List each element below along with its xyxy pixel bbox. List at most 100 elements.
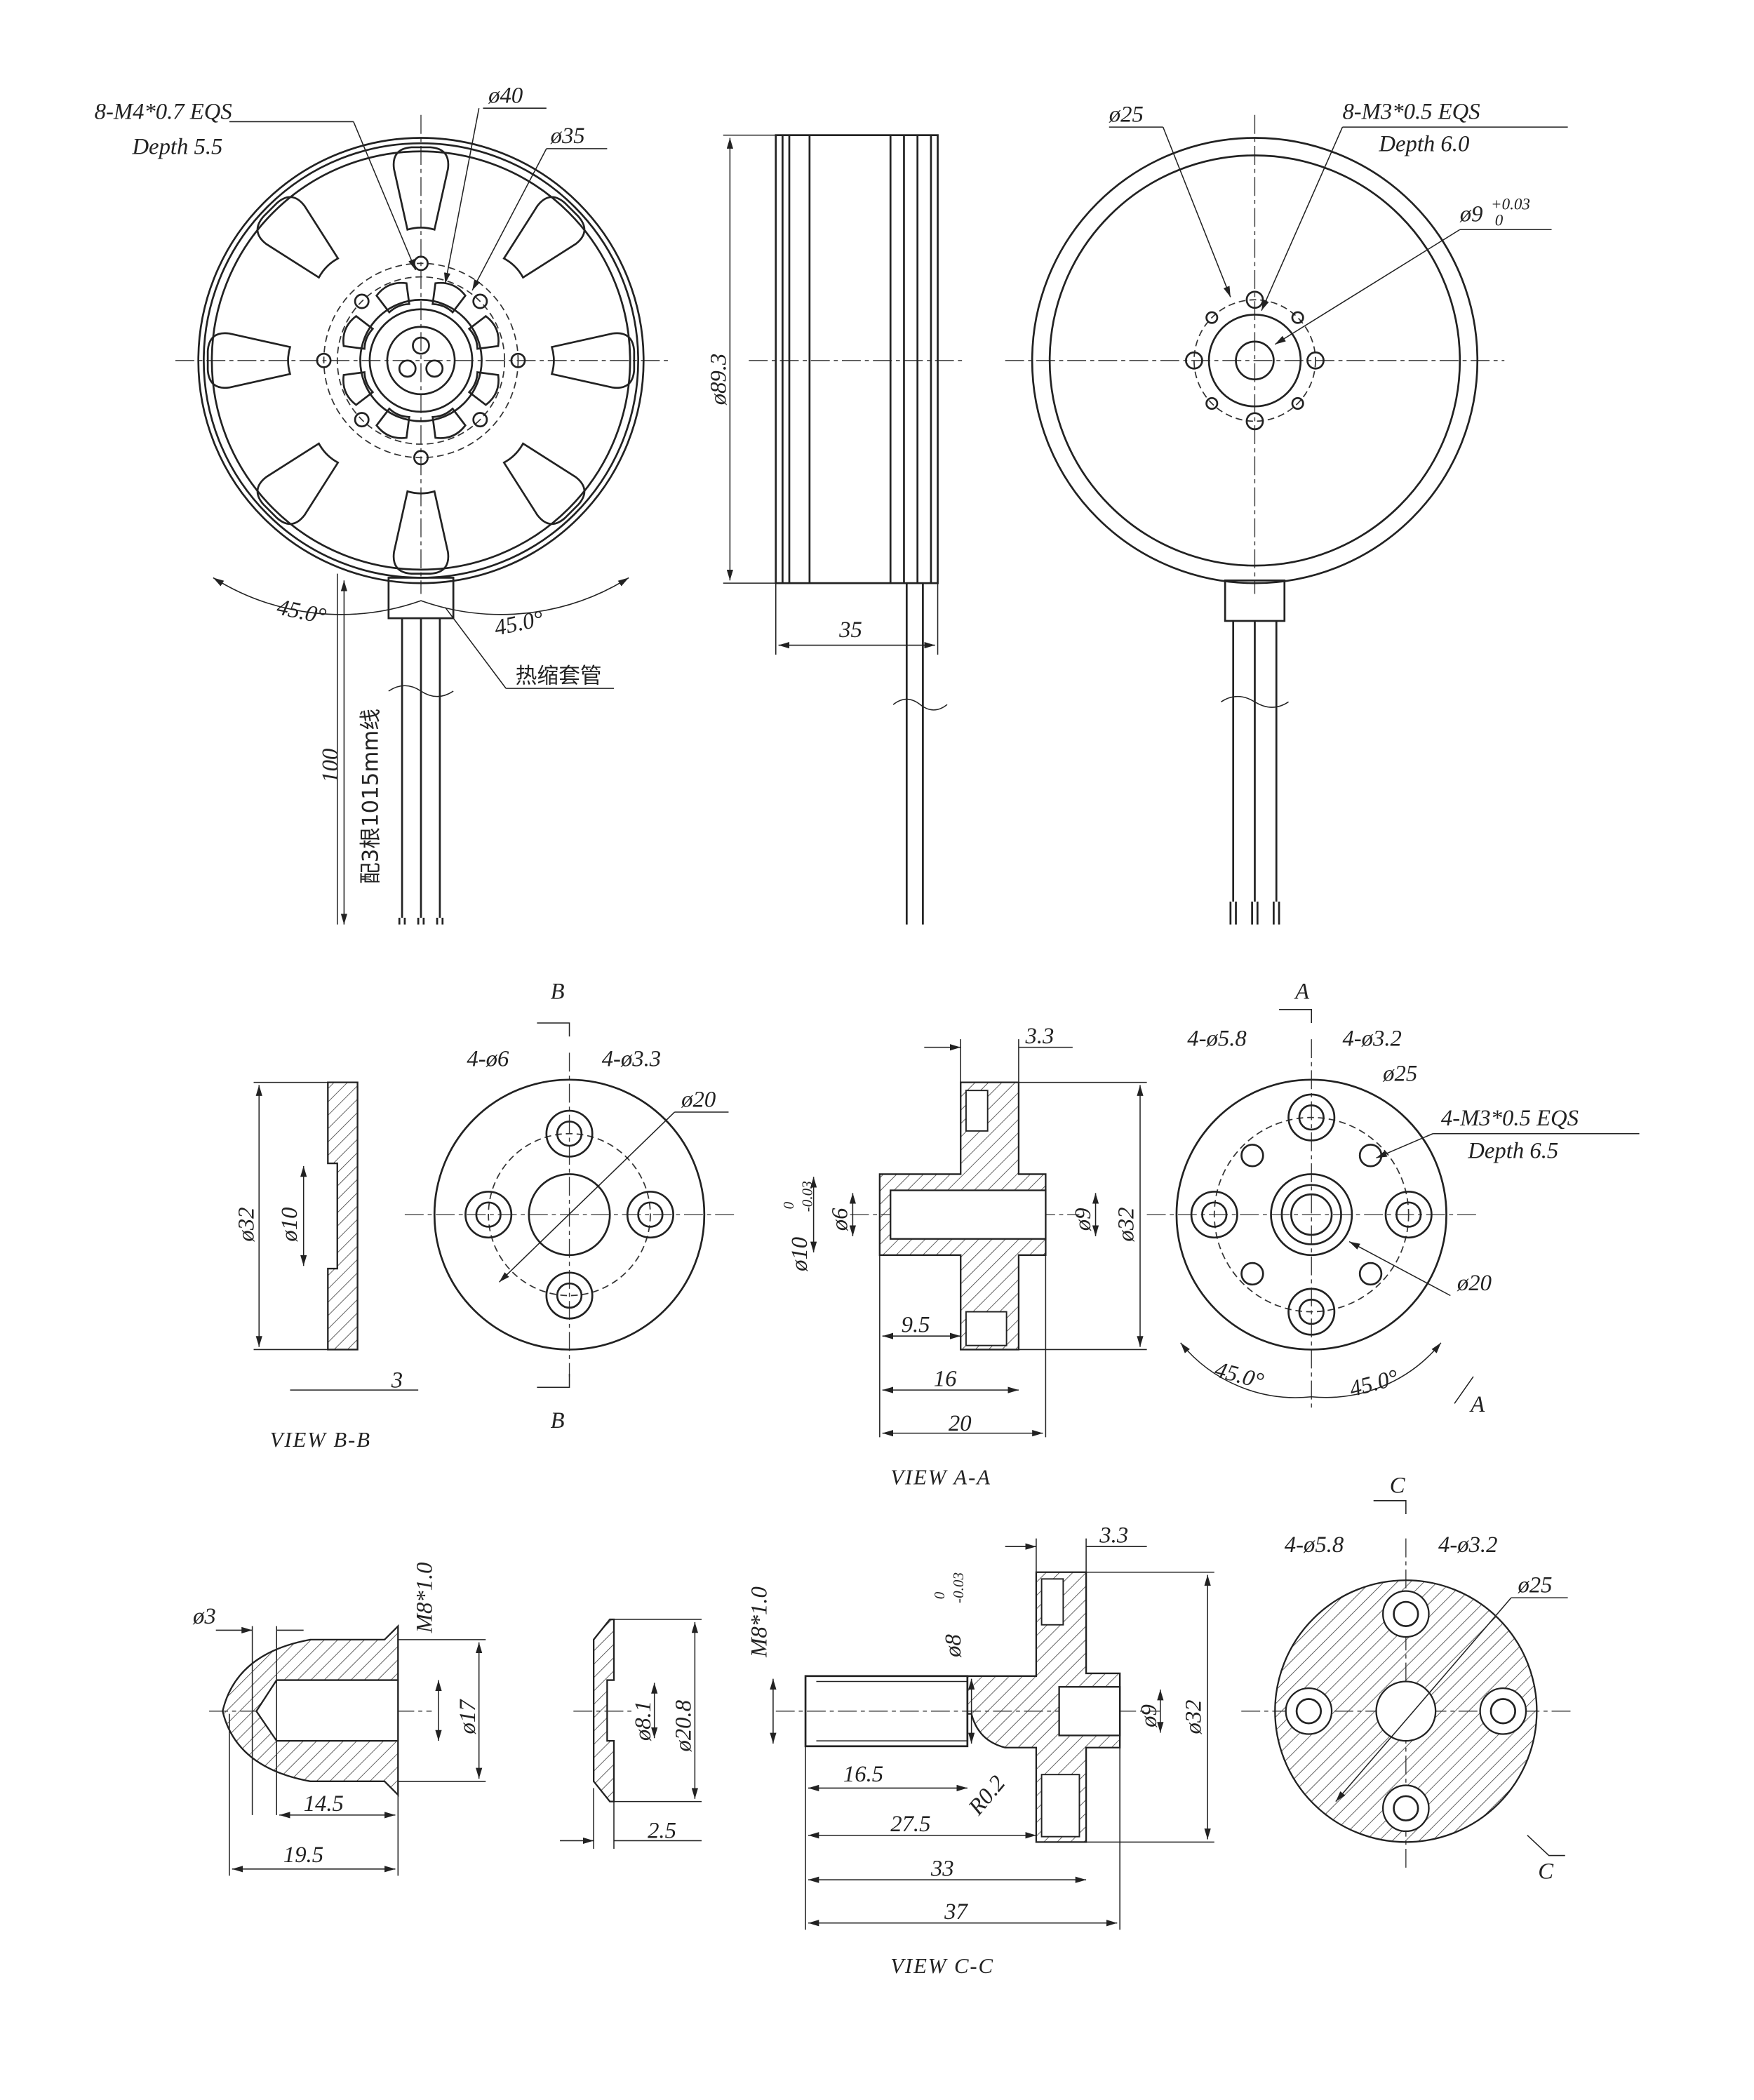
spoke-window bbox=[502, 196, 586, 279]
mount-hole bbox=[316, 352, 332, 368]
through-hole bbox=[1298, 1298, 1325, 1325]
hub-pocket bbox=[342, 314, 375, 350]
cc-diameter: ø32 bbox=[1181, 1699, 1207, 1734]
bb-title: VIEW B-B bbox=[270, 1428, 371, 1452]
mount-hole bbox=[1291, 311, 1304, 324]
counterbore-hole bbox=[545, 1109, 594, 1158]
aa-thread: 4-M3*0.5 EQS bbox=[1441, 1106, 1579, 1131]
washer: ø8.1 ø20.8 2.5 bbox=[560, 1618, 702, 1849]
washer-bore: ø8.1 bbox=[631, 1701, 656, 1741]
front-view: 8-M4*0.7 EQS Depth 5.5 ø40 ø35 45.0° 45.… bbox=[95, 83, 668, 925]
side-view: ø89.3 35 bbox=[707, 134, 965, 925]
cc-shaft-dia: ø8 bbox=[941, 1634, 966, 1658]
rear-thread: 8-M3*0.5 EQS bbox=[1342, 100, 1480, 125]
bb-section-bottom: B bbox=[551, 1408, 565, 1433]
rear-bore: ø9 bbox=[1459, 202, 1483, 227]
aa-pcd: ø25 bbox=[1382, 1062, 1417, 1087]
hub-pocket bbox=[431, 281, 467, 314]
view-aa: 3.3 ø10 0 -0.03 ø6 ø9 ø32 9.5 16 20 VIEW… bbox=[780, 979, 1640, 1490]
heat-shrink-label: 热缩套管 bbox=[516, 663, 602, 688]
hub-pocket bbox=[467, 314, 500, 350]
cc-radius: R0.2 bbox=[963, 1771, 1010, 1821]
cc-section-top: C bbox=[1390, 1473, 1406, 1498]
cc-counterbore: 4-ø5.8 bbox=[1285, 1532, 1344, 1558]
cc-thread: M8*1.0 bbox=[747, 1586, 772, 1658]
front-dia35: ø35 bbox=[550, 123, 585, 149]
mount-hole bbox=[413, 450, 429, 466]
through-hole bbox=[1298, 1104, 1325, 1131]
counterbore-hole bbox=[1384, 1191, 1433, 1239]
aa-counterbore: 4-ø5.8 bbox=[1187, 1026, 1246, 1052]
spoke-window bbox=[550, 332, 636, 389]
bb-pcd: ø20 bbox=[681, 1087, 716, 1112]
counterbore-hole bbox=[1285, 1687, 1333, 1735]
thread-hole bbox=[1240, 1144, 1264, 1168]
through-hole bbox=[1295, 1698, 1323, 1725]
hub-pocket bbox=[375, 407, 410, 439]
rear-view: ø25 8-M3*0.5 EQS Depth 6.0 ø9 +0.03 0 bbox=[1005, 100, 1568, 925]
cc-hole: 4-ø3.2 bbox=[1438, 1532, 1497, 1558]
aa-shaft-tol-lower: -0.03 bbox=[799, 1181, 816, 1212]
wire-spec: 配3根1015mm线 bbox=[358, 709, 383, 884]
hub-pocket bbox=[375, 281, 410, 314]
mount-hole bbox=[1185, 351, 1203, 370]
aa-title: VIEW A-A bbox=[890, 1466, 991, 1490]
thread-hole bbox=[1358, 1262, 1383, 1286]
through-hole bbox=[1489, 1698, 1516, 1725]
mount-hole bbox=[472, 293, 488, 309]
aa-flange-thk: 3.3 bbox=[1025, 1024, 1055, 1049]
mount-hole bbox=[354, 412, 370, 428]
nut-diameter: ø17 bbox=[455, 1699, 481, 1735]
counterbore-hole bbox=[545, 1271, 594, 1320]
rear-pcd: ø25 bbox=[1109, 102, 1144, 127]
spoke-window bbox=[206, 332, 292, 389]
counterbore-hole bbox=[464, 1191, 513, 1239]
nut-tip: ø3 bbox=[192, 1604, 216, 1629]
mount-hole bbox=[1205, 311, 1219, 324]
nut-thread: M8*1.0 bbox=[412, 1562, 437, 1633]
cc-section-bottom: C bbox=[1538, 1859, 1554, 1884]
side-diameter: ø89.3 bbox=[707, 354, 732, 406]
cc-len2: 27.5 bbox=[890, 1812, 930, 1837]
aa-hole: 4-ø3.2 bbox=[1342, 1026, 1401, 1052]
aa-diameter: ø32 bbox=[1113, 1208, 1139, 1243]
side-height: 35 bbox=[838, 617, 862, 643]
cc-pcd: ø25 bbox=[1517, 1573, 1552, 1598]
front-angle-left: 45.0° bbox=[275, 594, 328, 629]
through-hole bbox=[475, 1201, 502, 1228]
aa-thread-depth: Depth 6.5 bbox=[1467, 1138, 1558, 1163]
counterbore-hole bbox=[1479, 1687, 1527, 1735]
front-thread-label: 8-M4*0.7 EQS bbox=[95, 100, 232, 125]
aa-section-bottom: A bbox=[1469, 1392, 1485, 1417]
rear-bore-tol-upper: +0.03 bbox=[1491, 194, 1530, 213]
counterbore-hole bbox=[626, 1191, 674, 1239]
aa-bore: ø6 bbox=[828, 1208, 853, 1231]
mount-hole bbox=[1205, 396, 1219, 410]
cc-shaft-tol-lower: -0.03 bbox=[950, 1572, 967, 1603]
bb-counterbore: 4-ø6 bbox=[467, 1047, 509, 1072]
bb-section-top: B bbox=[551, 979, 565, 1004]
spoke-window bbox=[256, 442, 340, 526]
spoke-window bbox=[392, 490, 450, 575]
aa-angle-right: 45.0° bbox=[1347, 1365, 1401, 1403]
counterbore-hole bbox=[1287, 1288, 1336, 1336]
hub-pocket bbox=[342, 370, 375, 406]
washer-diameter: ø20.8 bbox=[671, 1700, 697, 1753]
view-cc: M8*1.0 ø8 0 -0.03 3.3 ø9 ø32 R0.2 16.5 2… bbox=[747, 1473, 1572, 1978]
through-hole bbox=[1201, 1201, 1228, 1228]
cc-bore: ø9 bbox=[1137, 1704, 1162, 1728]
mount-hole bbox=[472, 412, 488, 428]
cc-flange-thk: 3.3 bbox=[1099, 1523, 1128, 1548]
through-hole bbox=[1395, 1201, 1422, 1228]
thread-hole bbox=[1358, 1144, 1383, 1168]
front-dia40: ø40 bbox=[488, 83, 523, 109]
aa-shaft-tol-upper: 0 bbox=[780, 1201, 797, 1209]
bb-thickness: 3 bbox=[391, 1367, 403, 1393]
lead-length: 100 bbox=[318, 749, 343, 783]
aa-section-top: A bbox=[1294, 979, 1310, 1004]
front-thread-depth: Depth 5.5 bbox=[131, 135, 222, 160]
counterbore-hole bbox=[1287, 1093, 1336, 1142]
cc-len4: 37 bbox=[944, 1899, 968, 1925]
prop-nut: ø3 M8*1.0 ø17 14.5 19.5 bbox=[192, 1562, 486, 1876]
counterbore-hole bbox=[1382, 1590, 1430, 1638]
